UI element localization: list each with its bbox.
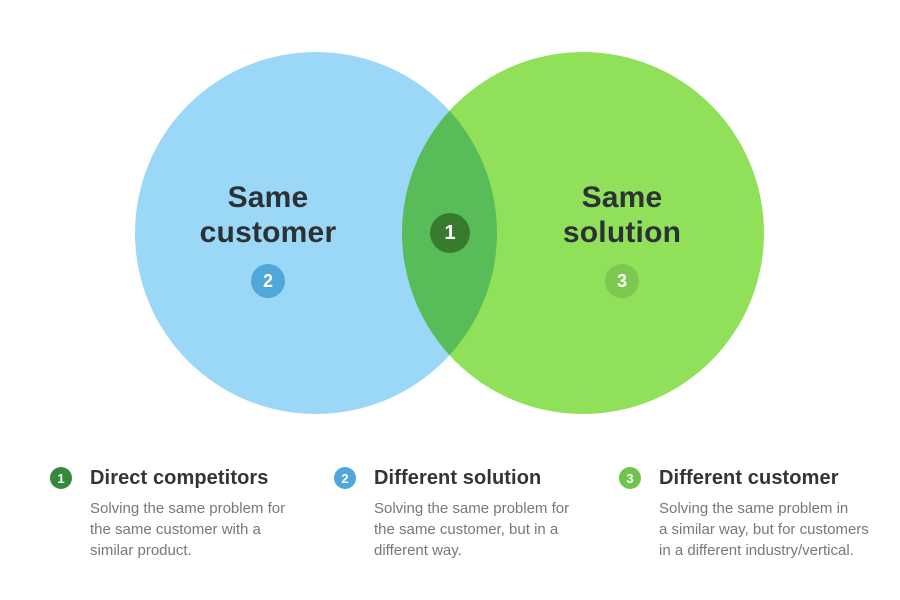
- same-customer-badge-2: 2: [251, 264, 285, 298]
- legend-item-direct-competitors: 1 Direct competitors Solving the same pr…: [50, 466, 285, 561]
- same-solution-label: Same solution: [562, 181, 682, 249]
- same-solution-badge-3: 3: [605, 264, 639, 298]
- legend-content: Direct competitors Solving the same prob…: [90, 466, 285, 561]
- legend-badge-1: 1: [50, 467, 72, 489]
- intersection-badge-1: 1: [430, 213, 470, 253]
- legend-content: Different customer Solving the same prob…: [659, 466, 869, 561]
- legend-item-different-solution: 2 Different solution Solving the same pr…: [334, 466, 569, 561]
- legend-badge-2: 2: [334, 467, 356, 489]
- venn-diagram: Same customer Same solution 1 2 3: [135, 52, 764, 414]
- legend-description-different-solution: Solving the same problem for the same cu…: [374, 500, 570, 559]
- legend-item-different-customer: 3 Different customer Solving the same pr…: [619, 466, 869, 561]
- legend-title-different-solution: Different solution: [374, 467, 542, 489]
- legend-content: Different solution Solving the same prob…: [374, 466, 569, 561]
- same-customer-label: Same customer: [199, 181, 337, 249]
- legend-badge-3: 3: [619, 467, 641, 489]
- legend-description-direct-competitors: Solving the same problem for the same cu…: [90, 500, 286, 559]
- legend-description-different-customer: Solving the same problem in a similar wa…: [659, 500, 869, 559]
- legend-title-direct-competitors: Direct competitors: [90, 467, 269, 489]
- legend-title-different-customer: Different customer: [659, 467, 839, 489]
